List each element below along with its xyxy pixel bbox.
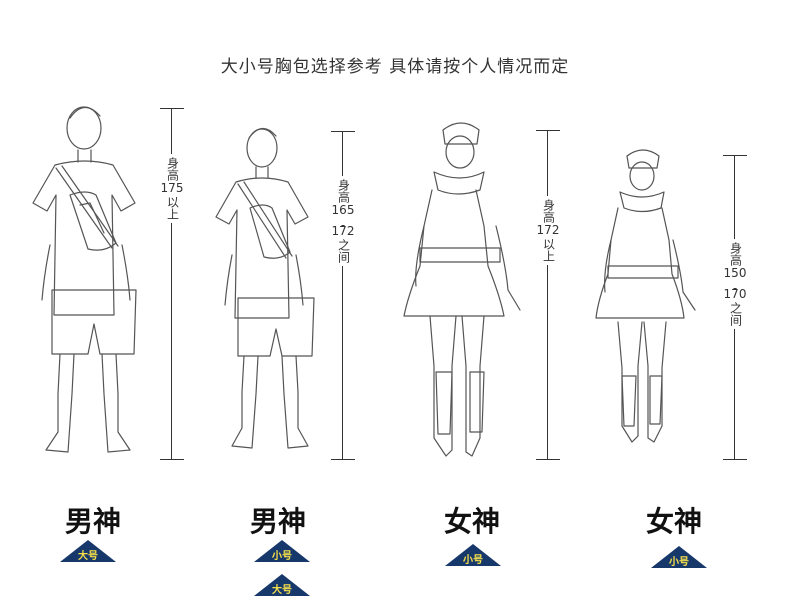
- ruler-value-high: 172: [331, 224, 355, 238]
- height-ruler-1: 身高 175 以上: [160, 108, 184, 460]
- ruler-cap-bottom: [160, 459, 184, 460]
- ruler-cap-top: [160, 108, 184, 109]
- ruler-cap-bottom: [331, 459, 355, 460]
- badge-text: 小号: [463, 555, 483, 566]
- badge-text: 小号: [272, 551, 292, 562]
- woman-figure-1: [403, 122, 521, 457]
- ruler-value-high: 170: [723, 287, 747, 301]
- woman-figure-2: [595, 149, 696, 443]
- man-figure-1: [32, 106, 137, 453]
- size-badge: 大号: [254, 574, 310, 596]
- column-label-3: 女神: [443, 505, 500, 538]
- ruler-line: [547, 130, 548, 460]
- badge-text: 大号: [272, 585, 292, 596]
- man-figure-2: [215, 127, 315, 449]
- ruler-prefix: 身高: [336, 179, 351, 203]
- ruler-cap-top: [536, 130, 560, 131]
- ruler-value: 172: [536, 223, 560, 237]
- ruler-suffix: 之间: [336, 239, 351, 263]
- ruler-label: 身高 172 以上: [536, 196, 560, 265]
- ruler-line: [342, 131, 343, 460]
- ruler-prefix: 身高: [165, 157, 180, 181]
- size-badge: 小号: [254, 540, 310, 562]
- ruler-prefix: 身高: [728, 242, 743, 266]
- ruler-suffix: 之间: [728, 302, 743, 326]
- ruler-prefix: 身高: [541, 199, 556, 223]
- ruler-cap-bottom: [536, 459, 560, 460]
- ruler-cap-top: [723, 155, 747, 156]
- height-ruler-4: 身高 150 - 170 之间: [723, 155, 747, 460]
- ruler-suffix: 以上: [165, 196, 180, 220]
- height-ruler-3: 身高 172 以上: [536, 130, 560, 460]
- badge-triangle-icon: [60, 540, 116, 562]
- size-badge: 大号: [60, 540, 116, 562]
- ruler-label: 身高 150 - 170 之间: [723, 239, 747, 329]
- size-badge: 小号: [651, 546, 707, 568]
- column-label-2: 男神: [249, 505, 306, 538]
- ruler-label: 身高 175 以上: [160, 154, 184, 223]
- badge-triangle-icon: [651, 546, 707, 568]
- ruler-value-low: 150: [723, 266, 747, 280]
- height-ruler-2: 身高 165 - 172 之间: [331, 131, 355, 460]
- size-badge: 小号: [445, 544, 501, 566]
- ruler-value-low: 165: [331, 203, 355, 217]
- ruler-label: 身高 165 - 172 之间: [331, 176, 355, 266]
- badge-triangle-icon: [445, 544, 501, 566]
- ruler-cap-top: [331, 131, 355, 132]
- badge-triangle-icon: [254, 574, 310, 596]
- badge-text: 小号: [669, 557, 689, 568]
- ruler-line: [171, 108, 172, 460]
- ruler-suffix: 以上: [541, 238, 556, 262]
- ruler-value: 175: [160, 181, 184, 195]
- badge-text: 大号: [78, 551, 98, 562]
- column-label-1: 男神: [64, 505, 121, 538]
- column-label-4: 女神: [645, 505, 702, 538]
- page-title: 大小号胸包选择参考 具体请按个人情况而定: [220, 57, 570, 77]
- badge-triangle-icon: [254, 540, 310, 562]
- ruler-cap-bottom: [723, 459, 747, 460]
